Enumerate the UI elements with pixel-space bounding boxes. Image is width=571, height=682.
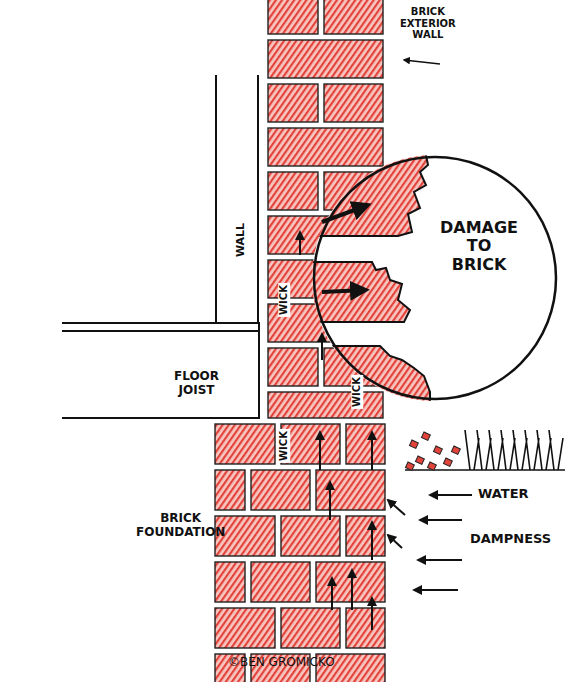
crumbling-brick bbox=[300, 346, 430, 420]
dampness-label: DAMPNESS bbox=[470, 532, 551, 547]
brick bbox=[268, 0, 318, 34]
brick bbox=[268, 84, 318, 122]
brick bbox=[346, 608, 385, 648]
brick bbox=[215, 424, 275, 464]
crumbling-brick bbox=[300, 150, 428, 236]
node-label: DAMAGE TO BRICK bbox=[440, 219, 518, 274]
moisture-arrow bbox=[371, 598, 373, 630]
brick-chip bbox=[433, 446, 442, 454]
interior-wall: WALL bbox=[215, 75, 259, 322]
brick bbox=[316, 470, 385, 510]
moisture-arrow bbox=[388, 500, 405, 515]
grass bbox=[465, 430, 563, 470]
brick bbox=[324, 84, 383, 122]
brick-chip bbox=[451, 446, 460, 454]
brick bbox=[268, 172, 318, 210]
brick bbox=[268, 348, 318, 386]
moisture-arrow bbox=[371, 432, 373, 470]
moisture-arrow bbox=[321, 334, 323, 360]
pointer-arrow bbox=[404, 60, 440, 64]
moisture-arrow bbox=[319, 432, 321, 470]
crumbling-brick bbox=[300, 262, 410, 322]
brick bbox=[346, 516, 385, 556]
copyright-note: ©BEN GROMICKO bbox=[228, 656, 335, 670]
magnifier-circle bbox=[314, 157, 556, 399]
moisture-arrow bbox=[414, 589, 458, 591]
brick bbox=[251, 470, 310, 510]
ground-line bbox=[405, 469, 565, 471]
damage-magnifier: DAMAGE TO BRICK bbox=[312, 155, 558, 401]
wick-label: WICK bbox=[278, 283, 290, 317]
moisture-arrow bbox=[430, 494, 472, 496]
brick bbox=[268, 260, 318, 298]
moisture-arrow bbox=[418, 559, 462, 561]
brick-chip bbox=[443, 458, 452, 466]
moisture-arrow bbox=[329, 482, 331, 520]
brick bbox=[268, 128, 383, 166]
brick bbox=[268, 40, 383, 78]
label-lines: FLOOR JOIST bbox=[174, 370, 219, 398]
brick bbox=[316, 562, 385, 602]
brick bbox=[215, 470, 245, 510]
brick-debris bbox=[405, 432, 460, 470]
water-label: WATER bbox=[478, 487, 529, 502]
brick bbox=[215, 562, 245, 602]
brick bbox=[215, 608, 275, 648]
brick bbox=[251, 562, 310, 602]
brick bbox=[281, 516, 340, 556]
brick bbox=[268, 392, 383, 418]
brick bbox=[281, 608, 340, 648]
brick-chip bbox=[409, 440, 418, 448]
moisture-arrow bbox=[420, 519, 462, 521]
node-label: FLOOR JOIST bbox=[174, 370, 219, 398]
brick-chip bbox=[421, 432, 430, 440]
moisture-arrow bbox=[351, 570, 353, 610]
brick-chip bbox=[427, 462, 436, 470]
moisture-arrow bbox=[331, 578, 333, 610]
brick bbox=[346, 424, 385, 464]
moisture-arrow bbox=[371, 522, 373, 560]
brick bbox=[324, 0, 383, 34]
moisture-arrow bbox=[299, 232, 301, 255]
node-label: WALL bbox=[235, 221, 248, 259]
brick-chip bbox=[405, 462, 414, 470]
brick-chip bbox=[415, 456, 424, 464]
wick-label: WICK bbox=[351, 375, 363, 409]
damage-arrow bbox=[322, 290, 366, 292]
joist-line bbox=[62, 330, 260, 332]
magnifier-outline bbox=[312, 155, 558, 401]
label-lines: DAMAGE TO BRICK bbox=[440, 219, 518, 274]
wall-callout: BRICK EXTERIOR WALL bbox=[400, 6, 456, 41]
floor-joist: FLOOR JOIST bbox=[62, 322, 260, 419]
wick-label: WICK bbox=[278, 429, 290, 463]
moisture-arrow bbox=[388, 535, 402, 548]
foundation-label: BRICK FOUNDATION bbox=[136, 512, 225, 540]
damaged-bricks bbox=[300, 150, 430, 420]
brick bbox=[281, 424, 340, 464]
